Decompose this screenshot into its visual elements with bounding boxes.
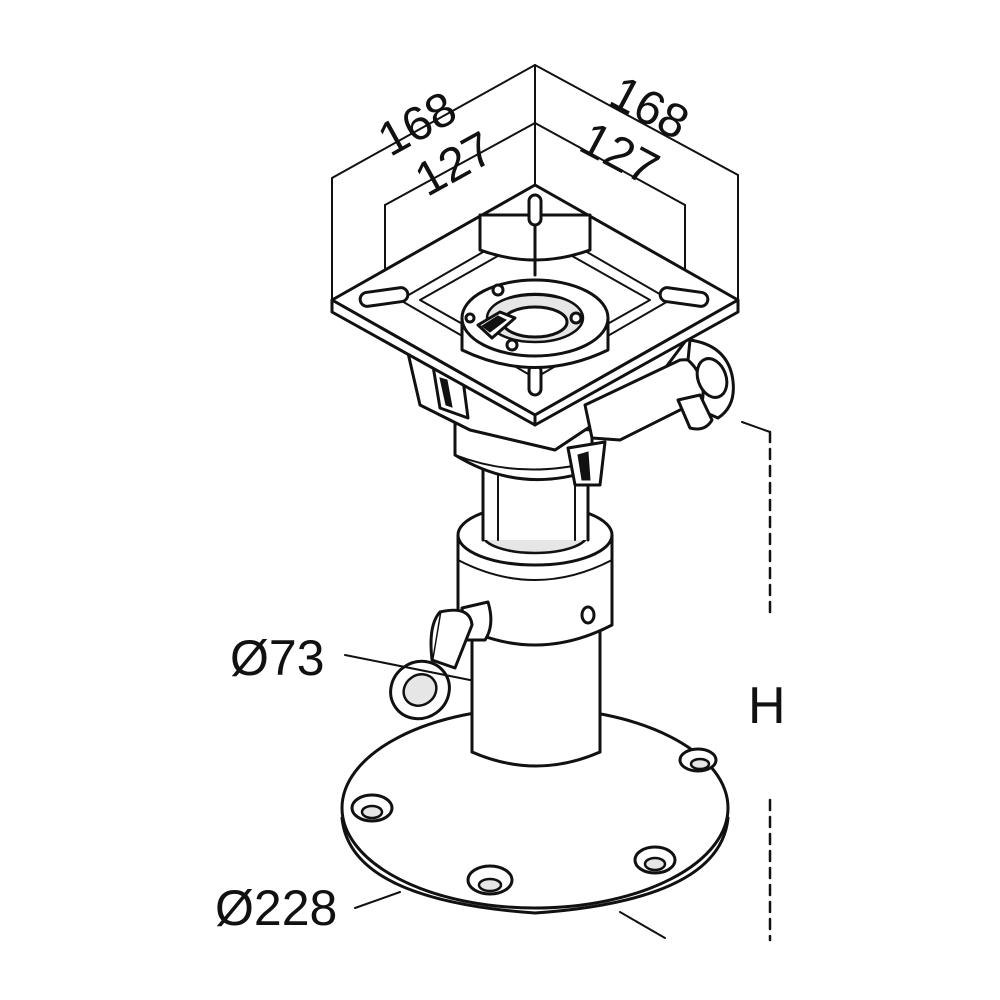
base-diameter-leader xyxy=(354,891,401,909)
label-base-diameter: Ø228 xyxy=(215,880,337,936)
dimension-lines-top xyxy=(331,64,739,301)
height-dimension-line xyxy=(741,421,772,942)
swivel-ring xyxy=(460,278,610,369)
label-column-diameter: Ø73 xyxy=(230,630,325,686)
plate-slots xyxy=(358,193,710,397)
label-height: H xyxy=(748,677,786,735)
base-mounting-holes xyxy=(350,747,718,896)
base-edge-leader xyxy=(619,911,666,939)
swivel-lock-handle[interactable] xyxy=(583,338,735,442)
upper-column xyxy=(481,468,590,542)
column-diameter-leader xyxy=(344,654,471,681)
height-lock-lever[interactable] xyxy=(379,600,493,730)
collar-screw-icon xyxy=(580,605,596,625)
